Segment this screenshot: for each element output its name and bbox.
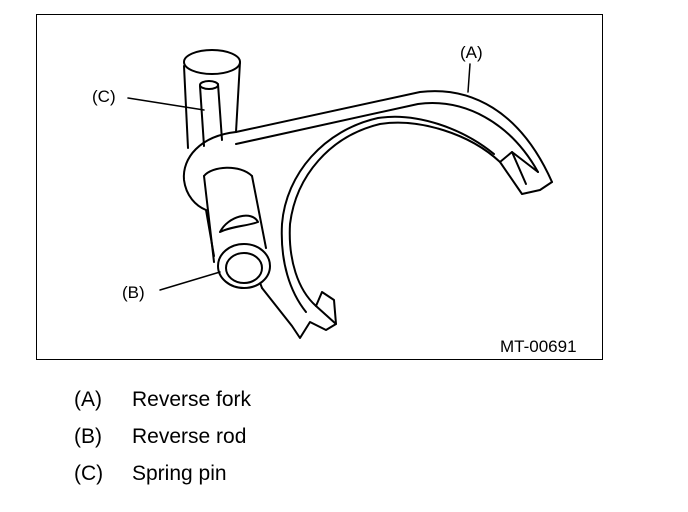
legend-key: (B) (74, 425, 102, 448)
callout-label-c: (C) (92, 87, 116, 106)
leader-line-a (467, 63, 471, 93)
legend-desc: Reverse rod (132, 425, 247, 448)
spring-pin (199, 80, 223, 147)
leader-line-c (127, 97, 205, 111)
reverse-rod (203, 166, 271, 289)
legend-key: (A) (74, 388, 102, 411)
legend-key: (C) (74, 462, 104, 485)
callout-label-a: (A) (460, 43, 483, 62)
legend-row: (C) Spring pin (74, 462, 474, 499)
legend-row: (A) Reverse fork (74, 388, 474, 425)
figure-code: MT-00691 (500, 337, 577, 356)
legend-desc: Reverse fork (132, 388, 252, 411)
figure-frame (36, 14, 603, 360)
spring-pin-tube (183, 49, 241, 149)
reverse-fork (182, 90, 553, 339)
leader-line-b (159, 271, 221, 291)
callout-label-b: (B) (122, 283, 145, 302)
legend: (A) Reverse fork (B) Reverse rod (C) Spr… (74, 388, 474, 499)
legend-desc: Spring pin (132, 462, 227, 485)
legend-row: (B) Reverse rod (74, 425, 474, 462)
